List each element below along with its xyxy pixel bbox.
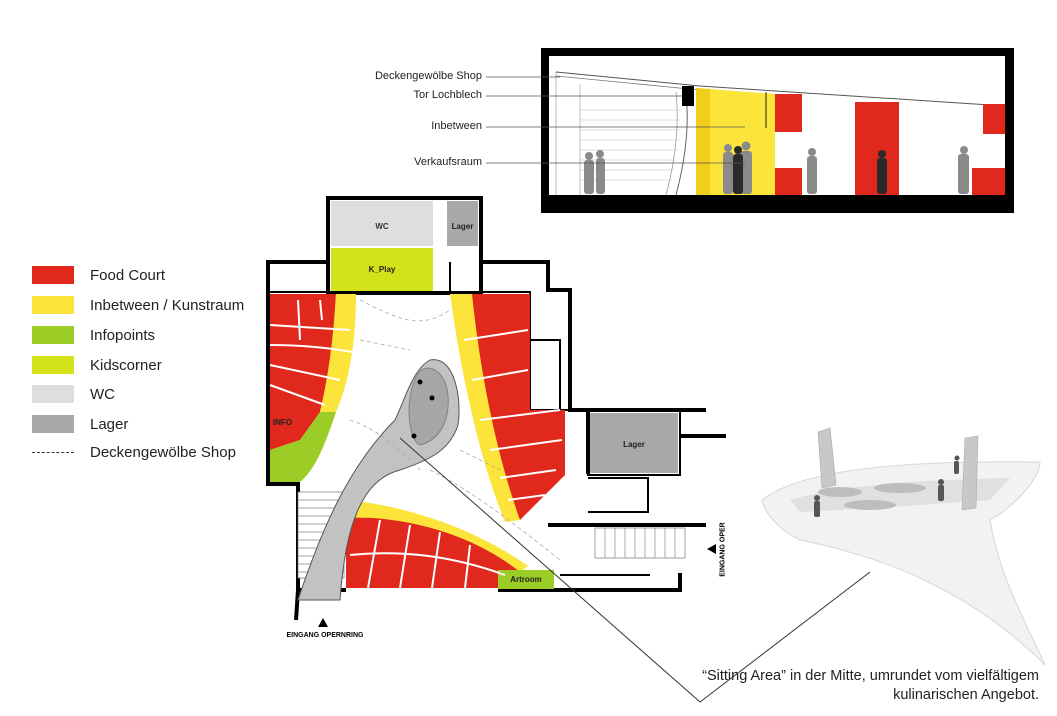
- legend-label: Deckengewölbe Shop: [90, 444, 236, 461]
- entrance-oper-label: EINGANG OPER: [719, 522, 727, 577]
- floor-plan: [266, 196, 871, 703]
- legend-item-food-court: Food Court: [32, 266, 292, 286]
- legend-swatch: [32, 326, 74, 344]
- caption-line-1: “Sitting Area” in der Mitte, umrundet vo…: [702, 668, 1039, 684]
- room-label-lager-right: Lager: [623, 440, 645, 449]
- legend-label: Infopoints: [90, 327, 156, 344]
- legend-label: Inbetween / Kunstraum: [90, 297, 245, 314]
- legend-label: WC: [90, 386, 115, 403]
- legend-item-lager: Lager: [32, 415, 292, 435]
- section-label-inbetween: Inbetween: [431, 120, 482, 132]
- legend-swatch: [32, 415, 74, 433]
- room-label-info: INFO: [273, 418, 293, 427]
- entrance-opernring-arrow: [318, 618, 328, 627]
- legend-swatch: [32, 385, 74, 403]
- legend-swatch: [32, 266, 74, 284]
- legend-item-wc: WC: [32, 385, 292, 405]
- legend-label: Lager: [90, 416, 129, 433]
- legend-swatch: [32, 356, 74, 374]
- legend-item-infopoints: Infopoints: [32, 326, 292, 346]
- room-label-k-play: K_Play: [368, 265, 396, 274]
- entrance-oper-arrow: [707, 544, 716, 554]
- legend-label: Food Court: [90, 267, 166, 284]
- room-label-wc: WC: [375, 222, 389, 231]
- legend-label: Kidscorner: [90, 357, 162, 374]
- section-label-verkaufsraum: Verkaufsraum: [414, 156, 482, 168]
- legend-item-inbetween: Inbetween / Kunstraum: [32, 296, 292, 316]
- section-label-tor-lochblech: Tor Lochblech: [413, 89, 483, 101]
- sitting-area-render: [761, 427, 1046, 666]
- building-section: [486, 48, 1014, 213]
- render-caption: “Sitting Area” in der Mitte, umrundet vo…: [702, 667, 1039, 705]
- legend-item-kidscorner: Kidscorner: [32, 356, 292, 376]
- entrance-opernring-label: EINGANG OPERNRING: [286, 632, 364, 639]
- caption-line-2: kulinarischen Angebot.: [893, 687, 1039, 703]
- room-label-lager-top: Lager: [451, 222, 474, 231]
- legend-item-deckengewoelbe: Deckengewölbe Shop: [32, 443, 292, 463]
- legend-swatch: [32, 296, 74, 314]
- legend-dash-line: [32, 452, 74, 453]
- room-label-artroom: Artroom: [510, 575, 542, 584]
- section-label-deckengewoelbe: Deckengewölbe Shop: [374, 70, 482, 82]
